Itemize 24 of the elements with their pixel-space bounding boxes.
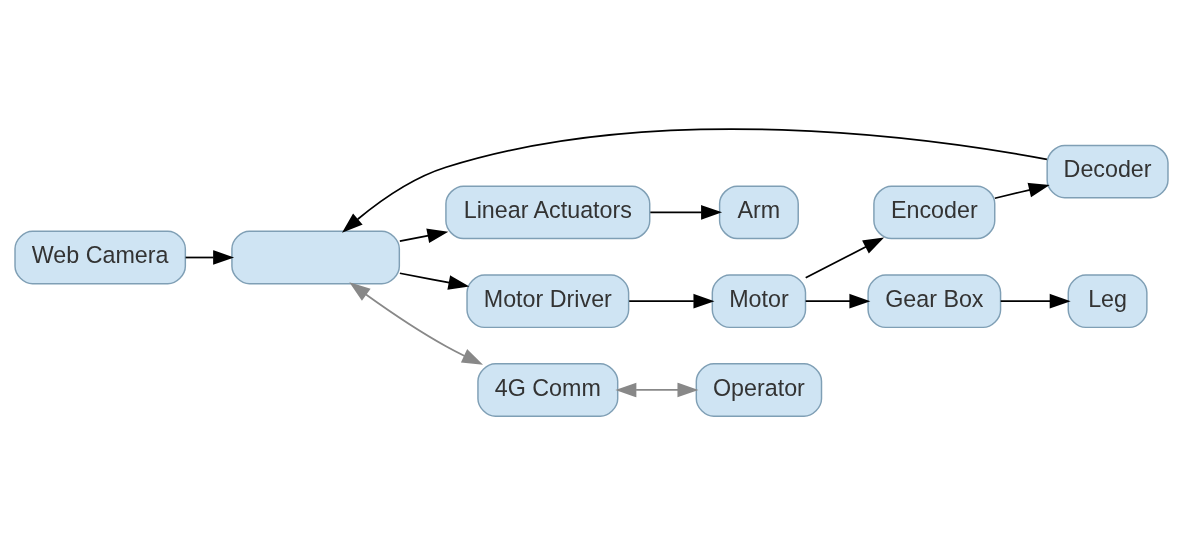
arrow (615, 382, 699, 397)
node-box: Decoder (1046, 144, 1169, 199)
node-box: 4G Comm (477, 362, 619, 417)
node-box: Gear Box (867, 273, 1002, 328)
arrow (399, 228, 449, 243)
arrow (399, 271, 470, 290)
arrow (184, 249, 235, 265)
arrow (628, 293, 715, 309)
node-box: Leg (1067, 273, 1148, 328)
node-box: Arm (718, 184, 799, 239)
node-box: Operator (695, 362, 823, 417)
arrow (994, 182, 1050, 199)
node-box: Web Camera (14, 230, 187, 284)
arrow (342, 127, 1048, 233)
node-box (231, 230, 401, 284)
node-box: Motor Driver (466, 273, 630, 328)
arrow (804, 236, 885, 279)
arrow (649, 204, 723, 220)
node-box: Encoder (873, 184, 996, 239)
arrow (804, 293, 871, 309)
node-box: Linear Actuators (445, 184, 651, 239)
arrow (999, 293, 1071, 309)
node-box: Motor (711, 273, 807, 328)
arrow (349, 281, 484, 365)
